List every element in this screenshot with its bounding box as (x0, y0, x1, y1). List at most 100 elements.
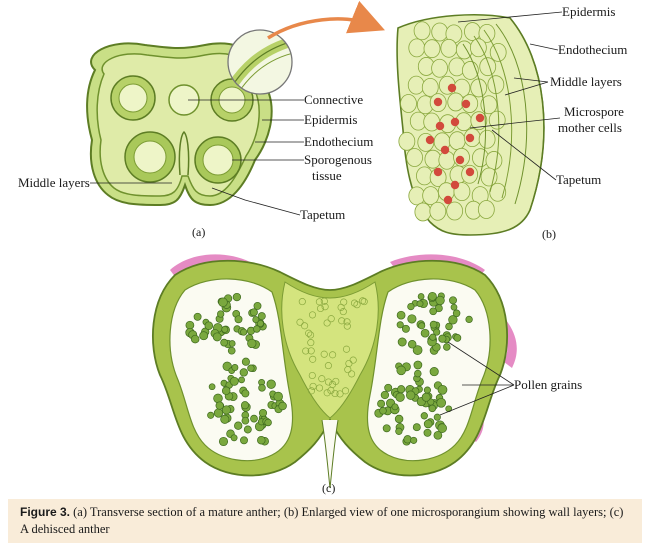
pollen-grain (407, 302, 415, 311)
sporogenous-core-ul (118, 83, 148, 113)
cell-nucleus (433, 97, 443, 107)
pollen-grain (253, 325, 261, 333)
pollen-grain (435, 295, 445, 306)
pollen-grain (220, 338, 228, 347)
pollen-grain (453, 334, 462, 342)
pollen-grain (241, 389, 250, 398)
connective-cell (309, 382, 317, 390)
connective-cell (359, 297, 367, 305)
panel-c-leaders (439, 341, 515, 416)
pollen-grain (429, 367, 439, 377)
pollen-grain (238, 376, 245, 384)
pollen-grain (412, 423, 421, 432)
label-pollen-grains: Pollen grains (514, 377, 582, 392)
pollen-grain (240, 401, 250, 410)
connective-cell (323, 319, 331, 327)
pollen-grain (412, 345, 423, 355)
pollen-grain (394, 414, 404, 424)
connective-cell (296, 318, 304, 326)
pollen-grain (397, 385, 406, 394)
sublabel-a: (a) (192, 225, 205, 239)
sporogenous-core-lr (202, 144, 234, 176)
pollen-grain (204, 321, 214, 330)
connective-cell (315, 384, 324, 392)
pollen-grain (213, 408, 224, 418)
pollen-grain (423, 386, 431, 394)
connective-cell (323, 389, 331, 397)
connective-cell (331, 389, 339, 398)
pollen-grain (229, 376, 239, 386)
figure-caption-text: (a) Transverse section of a mature anthe… (20, 505, 624, 536)
cell-nucleus (450, 117, 460, 127)
plant-cell (488, 110, 506, 130)
pollen-grain (395, 392, 405, 402)
pollen-grain (420, 412, 428, 420)
plant-cell (413, 21, 431, 41)
plant-cell (406, 148, 423, 167)
pollen-grain (410, 436, 418, 444)
plant-cell (408, 38, 426, 58)
sublabel-b: (b) (542, 227, 556, 241)
connective-cell (343, 318, 351, 326)
label-microspore-1: Microspore (564, 104, 624, 119)
pollen-grain (266, 379, 276, 389)
panel-c-dehisced-anther (151, 254, 517, 489)
pollen-grain (416, 300, 424, 308)
plant-cell (446, 201, 464, 221)
cell-network (398, 21, 507, 222)
pollen-grain (231, 364, 239, 371)
pollen-grain (199, 331, 209, 341)
figure-caption-label: Figure 3. (20, 505, 71, 519)
pollen-grain (241, 357, 250, 366)
pollen-grain (273, 391, 283, 402)
pollen-grain (278, 401, 287, 411)
plant-cell (423, 39, 441, 59)
plant-cell (414, 202, 432, 222)
pollen-grain (227, 346, 236, 355)
connective-cell (353, 301, 361, 309)
pollen-grain (420, 328, 430, 338)
pollen-grain (396, 310, 406, 320)
tapetum-layer (462, 43, 486, 185)
panel-a-labels: Connective Epidermis Endothecium Sporoge… (18, 92, 373, 239)
panel-b-leaders (457, 11, 563, 181)
plant-cell (429, 201, 447, 221)
connective-cell (336, 390, 344, 398)
pollen-grains-group (185, 291, 473, 447)
plant-cell (478, 129, 496, 149)
connective-cell (344, 366, 352, 374)
plant-cell (431, 22, 449, 42)
connective-cell (315, 298, 323, 306)
pollen-grain (379, 407, 387, 415)
pollen-grain (213, 393, 223, 404)
label-tapetum-b: Tapetum (556, 172, 601, 187)
pollen-grain (407, 340, 417, 349)
panel-b-labels: Epidermis Endothecium Middle layers Micr… (542, 4, 627, 241)
pollen-grain (257, 435, 266, 445)
plant-cell (485, 151, 503, 170)
connective-cell (341, 387, 350, 395)
pollen-grain (423, 428, 432, 437)
pollen-grain (396, 365, 406, 376)
pollen-grain (230, 434, 238, 442)
microspore-nuclei (425, 83, 485, 205)
connective-cell (298, 298, 306, 306)
connective-cell (321, 303, 329, 311)
pollen-grain (208, 383, 216, 391)
pollen-grain (218, 436, 229, 447)
pollen-grain (437, 423, 447, 433)
cell-nucleus (425, 135, 435, 145)
pollen-grain (220, 414, 230, 424)
pollen-grain (212, 332, 222, 342)
cell-nucleus (465, 133, 475, 143)
connective-cell (307, 387, 316, 395)
pollen-grain (382, 424, 391, 433)
label-middle-layers-b: Middle layers (550, 74, 622, 89)
pollen-grain (256, 319, 264, 328)
pollen-grain (258, 408, 268, 418)
pollen-grain (253, 301, 262, 310)
plant-cell (479, 57, 497, 77)
plant-cell (422, 186, 440, 206)
pollen-grain (221, 405, 231, 415)
pollen-grain (433, 328, 441, 336)
